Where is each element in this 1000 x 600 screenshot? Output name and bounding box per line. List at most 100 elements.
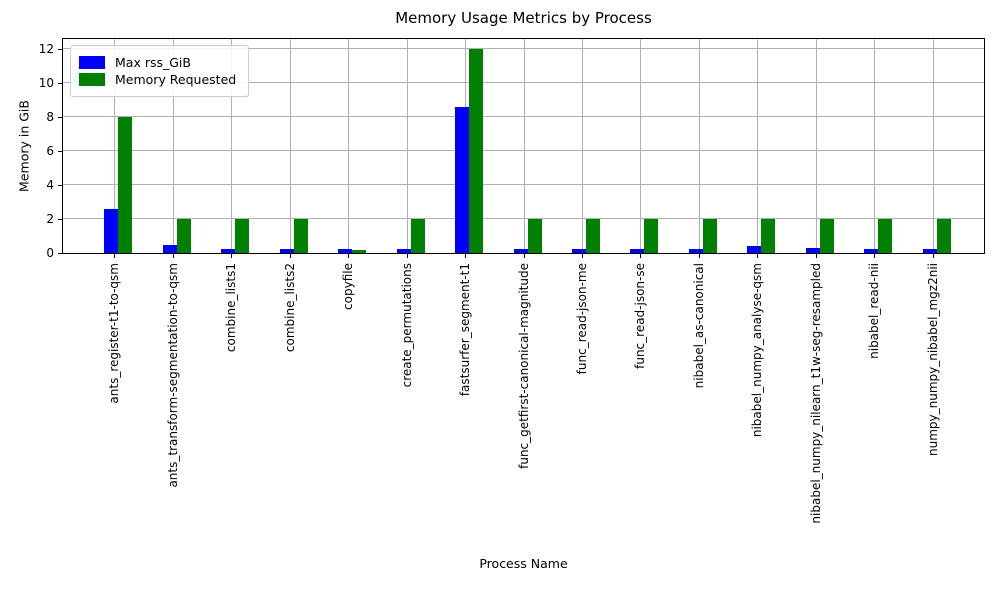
- bar-max-rss: [689, 249, 703, 253]
- x-tick-mark: [816, 254, 817, 258]
- bar-max-rss: [104, 209, 118, 253]
- x-tick-mark: [874, 254, 875, 258]
- legend-swatch-memory-requested: [79, 73, 105, 86]
- x-tick-label-text: numpy_numpy_nibabel_mgz2nii: [926, 263, 940, 456]
- y-tick-mark: [58, 49, 62, 51]
- bar-memory-requested: [528, 219, 542, 253]
- y-tick-mark: [58, 117, 62, 119]
- x-tick-mark: [173, 254, 174, 258]
- x-tick-mark: [582, 254, 583, 258]
- x-tick-label-text: nibabel_as-canonical: [692, 263, 706, 389]
- chart-title: Memory Usage Metrics by Process: [395, 9, 652, 27]
- x-tick-label: combine_lists2: [283, 263, 297, 352]
- x-tick-label: func_read-json-me: [575, 263, 589, 374]
- y-tick-mark: [58, 253, 62, 254]
- bar-max-rss: [514, 249, 528, 253]
- legend-item-memory-requested: Memory Requested: [79, 72, 236, 87]
- bar-memory-requested: [937, 219, 951, 253]
- x-tick-label-text: combine_lists2: [283, 263, 297, 353]
- x-tick-mark: [757, 254, 758, 258]
- x-tick-label-text: create_permutations: [400, 263, 414, 388]
- bar-memory-requested: [118, 117, 132, 253]
- bar-memory-requested: [878, 219, 892, 253]
- bar-max-rss: [806, 248, 820, 253]
- bar-max-rss: [747, 246, 761, 253]
- bar-max-rss: [280, 249, 294, 253]
- y-tick-mark: [58, 219, 62, 221]
- x-tick-label: nibabel_numpy_nilearn_t1w-seg-resampled: [809, 263, 823, 524]
- legend-label-max-rss: Max rss_GiB: [115, 55, 191, 70]
- legend-item-max-rss: Max rss_GiB: [79, 55, 236, 70]
- x-tick-label: ants_transform-segmentation-to-qsm: [166, 263, 180, 488]
- x-tick-label: nibabel_read-nii: [867, 263, 881, 359]
- x-axis-title: Process Name: [479, 556, 568, 571]
- gridline-v: [524, 39, 525, 253]
- x-tick-mark: [231, 254, 232, 258]
- gridline-v: [290, 39, 291, 253]
- legend-swatch-max-rss: [79, 56, 105, 69]
- x-tick-label: numpy_numpy_nibabel_mgz2nii: [926, 263, 940, 456]
- bar-memory-requested: [644, 219, 658, 253]
- bar-memory-requested: [177, 219, 191, 253]
- bar-max-rss: [864, 249, 878, 253]
- x-tick-label-text: combine_lists1: [224, 263, 238, 353]
- gridline-v: [816, 39, 817, 253]
- gridline-h: [63, 184, 984, 186]
- plot-area: [62, 38, 985, 254]
- bar-memory-requested: [761, 219, 775, 253]
- gridline-h: [63, 48, 984, 50]
- x-tick-label: combine_lists1: [224, 263, 238, 352]
- gridline-v: [231, 39, 232, 253]
- x-tick-mark: [640, 254, 641, 258]
- x-tick-label-text: ants_register-t1-to-qsm: [107, 263, 121, 404]
- x-tick-label-text: nibabel_read-nii: [867, 263, 881, 359]
- x-tick-label: nibabel_numpy_analyse-qsm: [750, 263, 764, 437]
- bar-memory-requested: [235, 219, 249, 253]
- bar-max-rss: [397, 249, 411, 253]
- gridline-v: [874, 39, 875, 253]
- x-tick-mark: [348, 254, 349, 258]
- bar-memory-requested: [703, 219, 717, 253]
- gridline-h: [63, 218, 984, 220]
- x-tick-mark: [699, 254, 700, 258]
- y-tick-label: 4: [46, 178, 54, 193]
- gridline-v: [582, 39, 583, 253]
- gridline-v: [757, 39, 758, 253]
- bar-memory-requested: [294, 219, 308, 253]
- x-tick-label-text: func_read-json-se: [633, 263, 647, 369]
- gridline-v: [699, 39, 700, 253]
- y-tick-mark: [58, 185, 62, 187]
- gridline-h: [63, 116, 984, 118]
- legend-label-memory-requested: Memory Requested: [115, 72, 237, 87]
- bar-memory-requested: [411, 219, 425, 253]
- gridline-h: [63, 82, 984, 84]
- bar-memory-requested: [469, 49, 483, 253]
- gridline-v: [640, 39, 641, 253]
- bar-max-rss: [923, 249, 937, 253]
- x-tick-label-text: copyfile: [341, 263, 355, 310]
- bar-memory-requested: [352, 250, 366, 253]
- bar-max-rss: [221, 249, 235, 253]
- bar-max-rss: [455, 107, 469, 253]
- x-tick-label-text: fastsurfer_segment-t1: [458, 263, 472, 397]
- y-tick-label: 8: [46, 110, 54, 125]
- y-tick-mark: [58, 151, 62, 153]
- x-tick-mark: [290, 254, 291, 258]
- x-tick-label: ants_register-t1-to-qsm: [107, 263, 121, 404]
- y-tick-label: 12: [38, 42, 54, 57]
- x-tick-label: copyfile: [341, 263, 355, 310]
- x-tick-label-text: func_read-json-me: [575, 263, 589, 375]
- x-tick-label-text: ants_transform-segmentation-to-qsm: [166, 263, 180, 488]
- gridline-h: [63, 150, 984, 152]
- x-tick-mark: [114, 254, 115, 258]
- bar-max-rss: [163, 245, 177, 253]
- legend: Max rss_GiB Memory Requested: [70, 45, 250, 97]
- y-tick-label: 6: [46, 144, 54, 159]
- gridline-v: [114, 39, 115, 253]
- gridline-v: [933, 39, 934, 253]
- y-tick-label: 10: [38, 76, 54, 91]
- bar-max-rss: [630, 249, 644, 253]
- x-tick-label: create_permutations: [400, 263, 414, 387]
- x-tick-label: fastsurfer_segment-t1: [458, 263, 472, 396]
